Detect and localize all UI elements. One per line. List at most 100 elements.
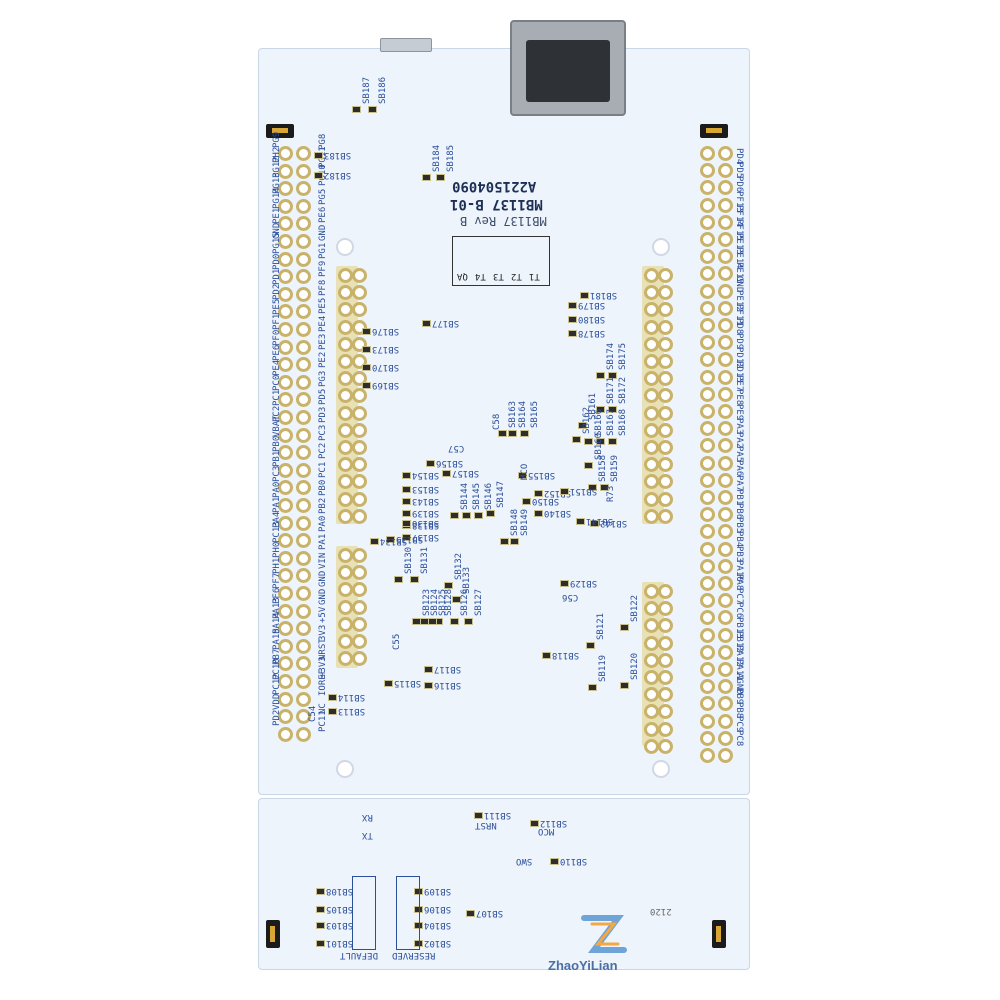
pin-label: PE4 [272,359,282,376]
smd-component [530,820,539,827]
solder-bridge-label: SB107 [476,908,504,918]
solder-bridge-label: SB155 [528,470,556,480]
cap-c56: C56 [562,592,579,602]
smd-component [414,940,423,947]
pin-pad [338,582,353,598]
pin-pad [700,180,715,196]
jumper-top-right [700,124,728,138]
pin-pad [278,638,293,654]
pin-pad [700,214,715,230]
pin-pad [644,319,659,335]
smd-component [550,858,559,865]
pin-pad [718,610,733,626]
pin-pad [296,181,311,197]
smd-component [522,498,531,505]
solder-bridge-label: SB101 [326,938,354,948]
solder-bridge-label: SB182 [324,170,352,180]
board-revision: MB1137 Rev B [460,214,547,228]
pin-pad [278,357,293,373]
smd-component [590,520,599,527]
pin-label: PD5 [318,388,328,405]
pin-label: PB0 [272,435,282,452]
pin-pad [658,721,673,737]
smd-component [518,472,527,479]
pin-pad [644,405,659,421]
reserved-box [396,876,420,950]
solder-bridge-label: SB177 [432,318,460,328]
pin-pad [352,405,367,421]
pin-pad [352,491,367,507]
smd-component [328,694,337,701]
smd-component [608,372,617,379]
smd-component [368,106,377,113]
board-model: MB1137 B-01 [450,196,543,212]
solder-bridge-label: SB114 [338,692,366,702]
pin-pad [644,635,659,651]
smd-component [578,422,587,429]
pin-pad [700,472,715,488]
pin-label: PB2 [318,497,328,514]
smd-component [424,666,433,673]
pin-pad [352,474,367,490]
pin-pad [338,565,353,581]
pin-pad [658,618,673,634]
pin-label: PA1 [318,534,328,551]
pin-pad [718,146,733,161]
pin-pad [700,713,715,729]
pin-label: PA1 [272,496,282,513]
pcb-main [258,48,750,795]
smd-component [452,596,461,603]
pin-pad [700,541,715,557]
pin-pad [644,268,659,283]
smd-component [402,486,411,493]
pin-label: PG9 [272,131,282,148]
pin-label: PE6 [318,206,328,223]
label-mco: MCO [520,463,530,480]
pin-pad [644,670,659,685]
label-nrst: NRST [475,820,497,830]
pin-label: PD2 [272,709,282,726]
smd-component [580,292,589,299]
pin-pad [700,232,715,247]
smd-component [534,490,543,497]
solder-bridge-label: SB116 [434,680,462,690]
pin-label: PF8 [318,279,328,296]
solder-bridge-label: SB113 [338,706,366,716]
smd-component [596,372,605,379]
pin-pad [278,568,293,584]
pin-pad [644,687,659,703]
pin-pad [296,656,311,672]
solder-bridge-label: SB126 [460,588,470,616]
pin-pad [644,422,659,438]
solder-bridge-label: SB134 [380,536,408,546]
smd-component [520,430,529,437]
pin-pad [700,163,715,179]
pin-label: PD1 [272,268,282,285]
pin-pad [278,322,293,337]
smd-component [508,430,517,437]
solder-bridge-label: SB183 [324,150,352,160]
pin-pad [644,491,659,507]
pin-pad [296,691,311,707]
pin-pad [352,599,367,615]
pin-pad [658,354,673,369]
pin-pad [718,558,733,574]
smd-component [442,470,451,477]
pin-pad [718,507,733,523]
pin-label: PG15 [272,232,282,255]
pin-pad [296,410,311,425]
pin-pad [718,300,733,316]
solder-bridge-label: SB110 [560,856,588,866]
pin-label: PF1 [272,314,282,331]
solder-bridge-label: SB145 [472,482,482,510]
pin-pad [278,515,293,531]
pin-label: PA0 [272,481,282,498]
pin-pad [338,319,353,335]
pin-pad [700,576,715,591]
pin-pad [278,392,293,408]
solder-bridge-label: SB130 [404,546,414,574]
pin-pad [296,638,311,654]
label-swo: SWO [516,856,533,866]
pin-pad [718,541,733,557]
smd-component [394,576,403,583]
